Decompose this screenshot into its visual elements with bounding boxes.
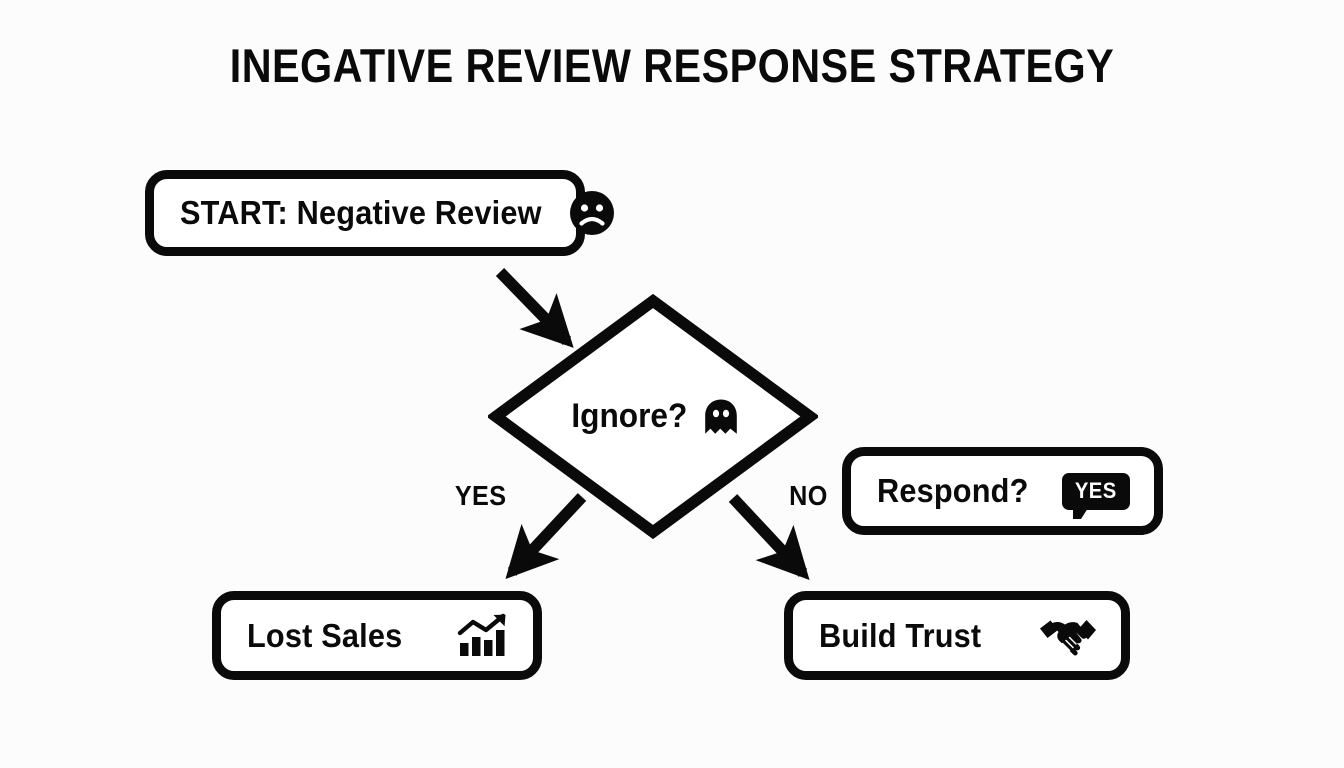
handshake-icon xyxy=(1039,614,1097,658)
node-respond-label: Respond? xyxy=(877,472,1029,509)
node-decision-label: Ignore? xyxy=(571,397,687,435)
page-title: INEGATIVE REVIEW RESPONSE STRATEGY xyxy=(229,39,1115,92)
node-respond[interactable]: Respond? YES xyxy=(842,447,1163,535)
speech-balloon-yes-icon: YES xyxy=(1062,472,1130,519)
chart-increasing-icon xyxy=(457,613,509,659)
edge-label-no: NO xyxy=(789,480,828,511)
node-start[interactable]: START: Negative Review xyxy=(145,170,614,256)
node-lost-sales[interactable]: Lost Sales xyxy=(212,591,542,680)
node-build-trust-label: Build Trust xyxy=(819,616,982,654)
diamond-outline xyxy=(488,293,818,540)
frowning-face-icon xyxy=(569,190,615,236)
node-lost-sales-label: Lost Sales xyxy=(247,616,403,654)
yes-badge-label: YES xyxy=(1075,477,1118,503)
yes-badge: YES xyxy=(1062,472,1130,519)
node-build-trust[interactable]: Build Trust xyxy=(784,591,1130,680)
edge-label-yes: YES xyxy=(454,480,507,511)
node-decision-ignore[interactable]: Ignore? xyxy=(488,293,818,540)
node-start-label: START: Negative Review xyxy=(180,194,542,231)
ghost-icon xyxy=(703,398,739,436)
